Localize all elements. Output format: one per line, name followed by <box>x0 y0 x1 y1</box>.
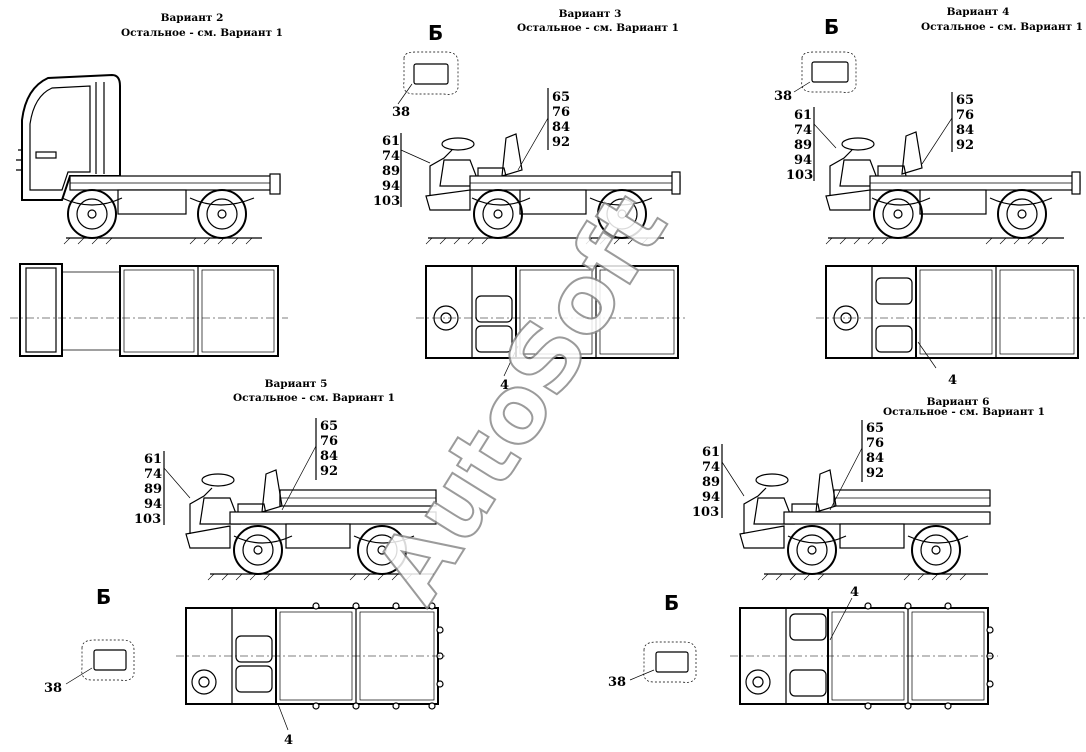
variant-2-subtitle: Остальное - см. Вариант 1 <box>121 27 283 39</box>
callout-84: 84 <box>320 449 338 464</box>
variant-4-plan-view: 4 <box>816 265 1086 388</box>
variant-6-view-label: Б <box>664 591 679 615</box>
variant-5-subtitle: Остальное - см. Вариант 1 <box>233 392 395 404</box>
callout-65: 65 <box>320 419 338 434</box>
callout-103: 103 <box>373 194 400 209</box>
variant-6-side-view <box>739 469 991 581</box>
variant-4-view-label: Б <box>824 15 839 39</box>
callout-76: 76 <box>552 105 570 120</box>
callout-92: 92 <box>552 135 570 150</box>
variant-6-plate: 38 <box>608 641 697 690</box>
variant-3-callouts-left: 61 74 89 94 103 <box>373 133 431 209</box>
callout-74: 74 <box>382 149 400 164</box>
variant-2-plan-view <box>10 263 288 357</box>
callout-61: 61 <box>794 108 812 123</box>
callout-92: 92 <box>956 138 974 153</box>
variant-4-side-view <box>825 131 1081 245</box>
callout-76: 76 <box>320 434 338 449</box>
variant-4-block: Вариант 4 Остальное - см. Вариант 1 Б 38… <box>774 6 1086 388</box>
callout-84: 84 <box>552 120 570 135</box>
callout-94: 94 <box>382 179 400 194</box>
variant-4-plate-callout: 38 <box>774 89 792 104</box>
variant-5-callouts-left: 61 74 89 94 103 <box>134 451 191 527</box>
callout-103: 103 <box>692 505 719 520</box>
variant-3-plan-view: 4 <box>416 265 688 393</box>
variant-4-title: Вариант 4 <box>947 6 1010 18</box>
callout-74: 74 <box>702 460 720 475</box>
variant-3-view-label: Б <box>428 21 443 45</box>
variant-4-platform-callout: 4 <box>948 373 957 388</box>
callout-76: 76 <box>866 436 884 451</box>
callout-92: 92 <box>866 466 884 481</box>
callout-84: 84 <box>956 123 974 138</box>
callout-61: 61 <box>702 445 720 460</box>
variant-2-block: Вариант 2 Остальное - см. Вариант 1 <box>10 12 288 357</box>
callout-103: 103 <box>134 512 161 527</box>
callout-84: 84 <box>866 451 884 466</box>
callout-74: 74 <box>794 123 812 138</box>
variant-4-plate: 38 <box>774 51 857 104</box>
variant-2-side-view <box>16 73 281 245</box>
variant-3-plate: 38 <box>392 51 459 120</box>
variant-5-plate-callout: 38 <box>44 681 62 696</box>
variant-6-title: Вариант 6 <box>927 396 990 408</box>
variant-5-view-label: Б <box>96 585 111 609</box>
watermark-text: AutoSoft <box>355 176 688 621</box>
callout-61: 61 <box>144 452 162 467</box>
callout-94: 94 <box>794 153 812 168</box>
variant-6-subtitle: Остальное - см. Вариант 1 <box>883 406 1045 418</box>
variant-6-callouts-right: 65 76 84 92 <box>829 420 884 511</box>
variant-5-plan-view: 4 <box>176 602 448 748</box>
variant-3-block: Вариант 3 Остальное - см. Вариант 1 Б 38… <box>373 8 688 393</box>
variant-5-rail-bolts <box>312 602 444 710</box>
callout-92: 92 <box>320 464 338 479</box>
callout-89: 89 <box>794 138 812 153</box>
callout-65: 65 <box>866 421 884 436</box>
variant-6-plan-view: 4 <box>730 585 998 710</box>
callout-65: 65 <box>552 90 570 105</box>
callout-94: 94 <box>702 490 720 505</box>
variant-5-plate: 38 <box>44 639 135 696</box>
callout-89: 89 <box>382 164 400 179</box>
callout-76: 76 <box>956 108 974 123</box>
callout-74: 74 <box>144 467 162 482</box>
variant-3-subtitle: Остальное - см. Вариант 1 <box>517 22 679 34</box>
variant-6-callouts-left: 61 74 89 94 103 <box>692 444 745 520</box>
variant-6-block: Вариант 6 Остальное - см. Вариант 1 61 7… <box>608 396 1045 710</box>
variant-2-title: Вариант 2 <box>161 12 224 24</box>
variant-5-platform-callout: 4 <box>284 733 293 748</box>
variant-6-plate-callout: 38 <box>608 675 626 690</box>
variant-3-platform-callout: 4 <box>500 378 509 393</box>
callout-61: 61 <box>382 134 400 149</box>
callout-89: 89 <box>702 475 720 490</box>
variant-5-side-view <box>185 469 437 581</box>
variant-3-title: Вариант 3 <box>559 8 622 20</box>
variant-4-callouts-right: 65 76 84 92 <box>921 92 974 165</box>
variant-5-callouts-right: 65 76 84 92 <box>281 418 338 511</box>
variant-3-callouts-right: 65 76 84 92 <box>517 88 570 171</box>
callout-103: 103 <box>786 168 813 183</box>
variant-3-plate-callout: 38 <box>392 105 410 120</box>
variant-5-block: Вариант 5 Остальное - см. Вариант 1 61 7… <box>44 378 448 748</box>
callout-94: 94 <box>144 497 162 512</box>
callout-65: 65 <box>956 93 974 108</box>
variant-3-side-view <box>425 133 681 245</box>
variant-5-title: Вариант 5 <box>265 378 328 390</box>
variant-4-subtitle: Остальное - см. Вариант 1 <box>921 21 1083 33</box>
callout-89: 89 <box>144 482 162 497</box>
variant-4-callouts-left: 61 74 89 94 103 <box>786 107 837 183</box>
variant-6-platform-callout: 4 <box>850 585 859 600</box>
